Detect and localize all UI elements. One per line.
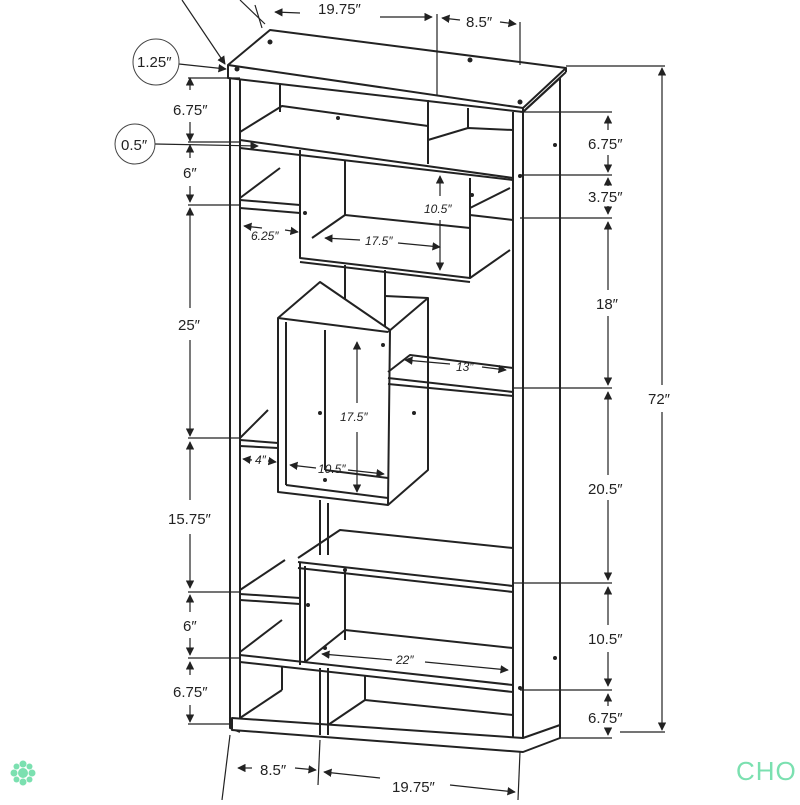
- right-height-2: 3.75″: [588, 189, 623, 206]
- top-thickness-callout: 1.25″: [137, 54, 172, 71]
- dimension-labels: 19.75″ 8.5″ 1.25″ 0.5″ 6.75″ 6″ 25″ 15.7…: [121, 1, 671, 796]
- callout-circles: [114, 38, 180, 165]
- top-width-label: 19.75″: [318, 1, 362, 18]
- right-height-6: 6.75″: [588, 710, 623, 727]
- small-shelf-depth-label: 6.25″: [251, 229, 279, 243]
- hardware-dots: [234, 39, 557, 690]
- left-height-4: 15.75″: [168, 511, 212, 528]
- cube-height-label: 17.5″: [340, 410, 368, 424]
- total-height-label: 72″: [648, 391, 671, 408]
- brand-logo-icon: [10, 760, 36, 791]
- bookcase-outline: [227, 29, 567, 753]
- right-height-4: 20.5″: [588, 481, 623, 498]
- upper-box-width-label: 17.5″: [365, 234, 393, 248]
- upper-box-height-label: 10.5″: [424, 202, 452, 216]
- left-height-6: 6.75″: [173, 684, 208, 701]
- dimension-lines: [154, 0, 667, 801]
- brand-watermark: CHO: [736, 756, 797, 786]
- lower-shelf-22-label: 22″: [395, 653, 414, 667]
- right-height-5: 10.5″: [588, 631, 623, 648]
- shelf-thickness-callout: 0.5″: [121, 137, 148, 154]
- right-height-1: 6.75″: [588, 136, 623, 153]
- left-height-5: 6″: [183, 618, 197, 635]
- shelf-13-label: 13″: [456, 360, 474, 374]
- right-height-3: 18″: [596, 296, 619, 313]
- left-height-1: 6.75″: [173, 102, 208, 119]
- cube-width-label: 10.5″: [318, 462, 346, 476]
- left-height-2: 6″: [183, 165, 197, 182]
- bottom-width-label: 19.75″: [392, 779, 436, 796]
- top-depth-label: 8.5″: [466, 14, 493, 31]
- bottom-depth-label: 8.5″: [260, 762, 287, 779]
- ledge-4-label: 4″: [255, 453, 267, 467]
- left-height-3: 25″: [178, 317, 201, 334]
